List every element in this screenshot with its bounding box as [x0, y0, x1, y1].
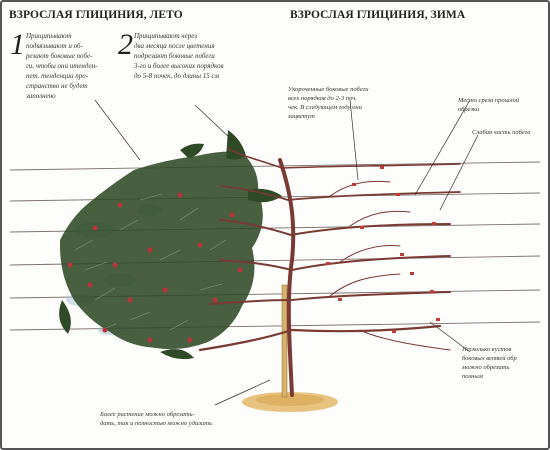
step-2-line: 3-го и более высоких порядков [134, 62, 224, 70]
step-2-line: подрезают боковые побеги [134, 52, 215, 60]
note-shoot-groups: Несколько кустов боковых ветвей обр можн… [462, 345, 542, 381]
step-1-line: странство не будет [26, 82, 88, 90]
winter-cut-marks [326, 166, 440, 333]
step-1-line: пет. тенденции про- [26, 72, 89, 80]
note-line: зацветут [288, 113, 315, 120]
note-line: Слабая часть побега [472, 129, 531, 136]
note-line: можно обрезать [462, 364, 510, 371]
note-cut-place: Место среза прошлой обрезки [458, 96, 543, 114]
summer-heading: ВЗРОСЛАЯ ГЛИЦИНИЯ, ЛЕТО [9, 9, 183, 21]
note-line: Более растение можно обрезать- [100, 411, 195, 418]
step-2-number: 2 [118, 28, 133, 61]
note-winter-prune: Укороченные боковые побеги всех порядков… [288, 85, 388, 121]
note-line: чек. В следующем году они [288, 104, 362, 111]
summer-flowers [67, 192, 243, 343]
step-1-line: Прищипывают [26, 32, 72, 40]
note-line: обрезки [458, 106, 480, 113]
step-1-line: заполнено [26, 92, 56, 100]
note-line: полным [462, 373, 483, 380]
step-2-line: Прищипывают через [134, 32, 198, 40]
summer-foliage-texture [74, 193, 227, 331]
support-stake [281, 284, 288, 398]
step-1-number: 1 [10, 28, 25, 61]
trunk-and-branches [198, 147, 461, 397]
note-line: Место среза прошлой [458, 97, 519, 104]
note-line: Несколько кустов [462, 346, 512, 353]
winter-heading: ВЗРОСЛАЯ ГЛИЦИНИЯ, ЗИМА [290, 9, 466, 21]
step-1-text: Прищипывают подвязывают и об- резают бок… [26, 31, 111, 101]
step-1-line: подвязывают и об- [26, 42, 83, 50]
note-weak-shoot: Слабая часть побега [472, 128, 544, 137]
note-base-shoots: Более растение можно обрезать- дать, так… [100, 410, 240, 428]
note-line: боковых ветвей обр [462, 355, 517, 362]
note-line: Укороченные боковые побеги [288, 86, 369, 93]
annotation-pointers [94, 99, 479, 406]
step-1-line: ги, чтобы они итенден- [26, 62, 98, 70]
note-line: дать, так и полностью можно удалить [100, 420, 212, 427]
note-line: всех порядков до 2-3 поч. [288, 95, 357, 102]
step-2-text: Прищипывают через два месяца после цвете… [134, 31, 254, 81]
step-1-line: резают боковые побе- [26, 52, 93, 60]
step-2-line: два месяца после цветения [134, 42, 215, 50]
summer-foliage [59, 130, 282, 360]
step-2-line: до 5-8 почек, до длины 15 см [134, 72, 220, 80]
